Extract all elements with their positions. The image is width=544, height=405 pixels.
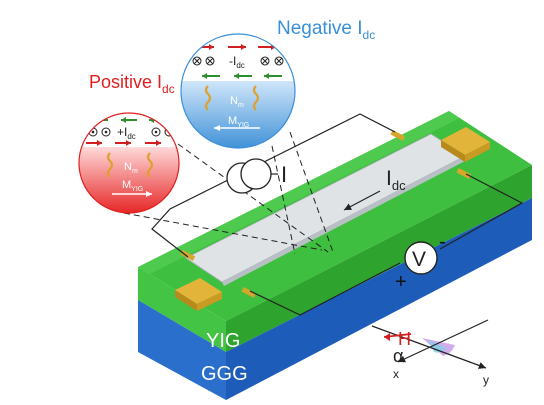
yig-front-face — [138, 267, 226, 352]
negative-current-inset — [181, 34, 295, 148]
axis-y-label: y — [483, 373, 489, 387]
voltage-circuit-wires — [249, 173, 524, 316]
strip-current-label: Idc — [386, 167, 406, 193]
yig-top-highlight — [138, 111, 460, 274]
current-source-label: I — [281, 162, 287, 187]
strip-current-arrow — [343, 190, 381, 211]
angle-label: α — [393, 346, 403, 366]
gold-pad-back — [441, 127, 490, 162]
contact-pad-back-left — [390, 130, 406, 141]
axis-x-label: x — [393, 367, 399, 381]
ggg-layer-label: GGG — [201, 363, 248, 385]
field-label: H — [398, 329, 411, 349]
ggg-right-side — [226, 198, 532, 400]
neg-inset-nm-label: Nm — [230, 95, 244, 109]
pos-inset-current-label: +Idc — [117, 125, 136, 141]
yig-layer-label: YIG — [206, 330, 240, 352]
contact-pad-front-left — [180, 250, 196, 261]
contact-pad-back-right — [456, 168, 472, 179]
gold-pad-front — [175, 278, 222, 311]
zoom-projection-lines — [123, 131, 334, 255]
pos-inset-nm-label: Nm — [124, 161, 138, 175]
coordinate-axes — [371, 319, 489, 369]
pt-strip-shadow — [222, 156, 467, 286]
current-source-symbol — [226, 158, 278, 194]
voltmeter-symbol — [404, 241, 438, 275]
neg-inset-myig-label: MYIG — [228, 115, 249, 129]
positive-inset-title: Positive Idc — [89, 72, 175, 96]
neg-inset-current-label: -Idc — [229, 54, 245, 70]
yig-right-side — [226, 165, 532, 352]
voltmeter-label: V — [412, 248, 426, 271]
contact-pad-front-right — [241, 287, 257, 298]
pos-inset-myig-label: MYIG — [122, 179, 143, 193]
negative-inset-title: Negative Idc — [277, 18, 375, 42]
ggg-front-face — [138, 300, 226, 400]
voltmeter-minus: - — [439, 231, 446, 253]
voltmeter-plus: + — [395, 271, 407, 293]
